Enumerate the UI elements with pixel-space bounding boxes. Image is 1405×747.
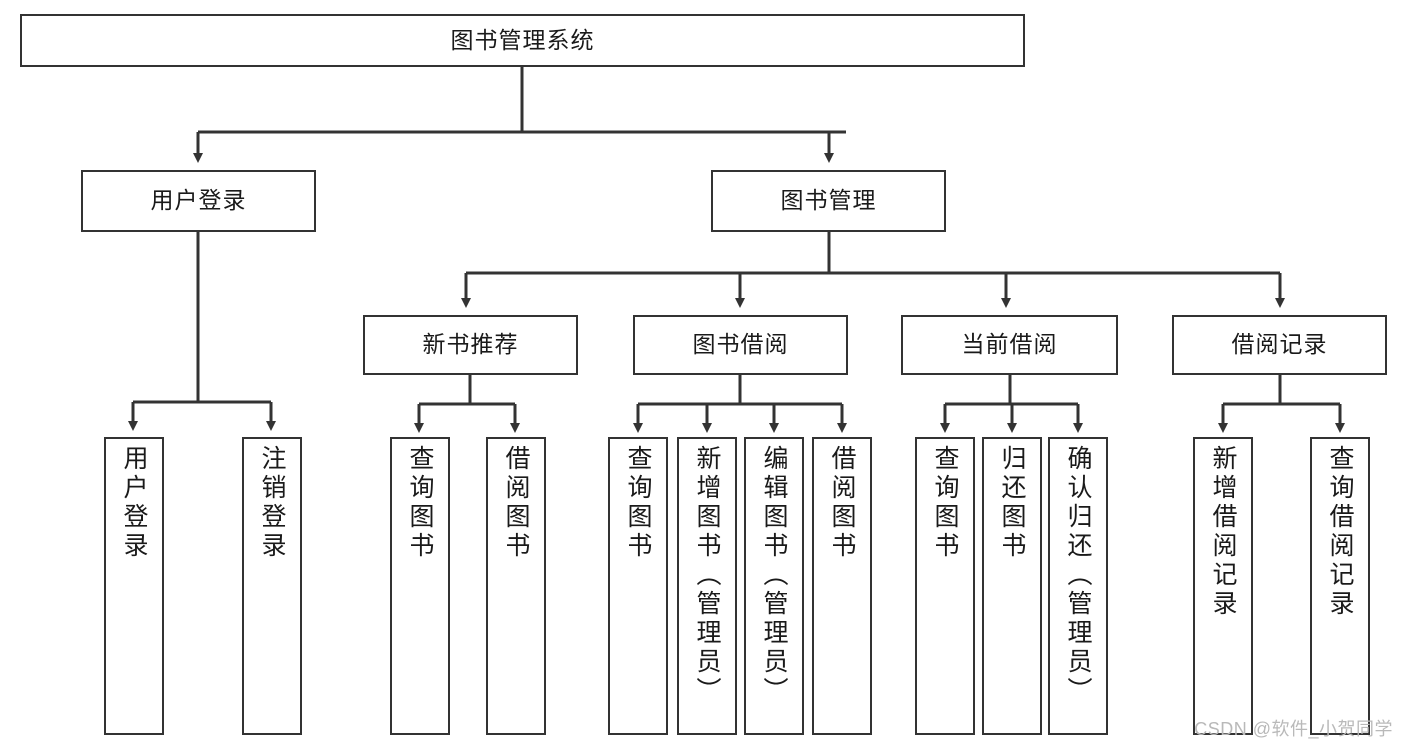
node-leaf-borrow-book-1[interactable]: 借阅图书: [486, 437, 546, 735]
node-leaf-add-record[interactable]: 新增借阅记录: [1193, 437, 1253, 735]
node-leaf-edit-book-label: 编辑图书（管理员）: [760, 445, 788, 706]
node-root-label: 图书管理系统: [450, 26, 595, 53]
node-book-manage-label: 图书管理: [780, 187, 877, 214]
node-leaf-add-record-label: 新增借阅记录: [1209, 445, 1237, 619]
node-leaf-query-book-1-label: 查询图书: [406, 445, 434, 561]
node-user-login-label: 用户登录: [150, 187, 247, 214]
node-leaf-query-record-label: 查询借阅记录: [1326, 445, 1354, 619]
node-leaf-borrow-book-2[interactable]: 借阅图书: [812, 437, 872, 735]
node-leaf-query-book-3-label: 查询图书: [931, 445, 959, 561]
node-user-login[interactable]: 用户登录: [81, 170, 316, 232]
node-leaf-query-book-2[interactable]: 查询图书: [608, 437, 668, 735]
node-leaf-confirm-return-label: 确认归还（管理员）: [1064, 445, 1092, 706]
node-leaf-return-book[interactable]: 归还图书: [982, 437, 1042, 735]
node-leaf-borrow-book-1-label: 借阅图书: [502, 445, 530, 561]
node-leaf-add-book[interactable]: 新增图书（管理员）: [677, 437, 737, 735]
watermark-text: CSDN @软件_小贺同学: [1194, 719, 1393, 739]
node-book-borrow-label: 图书借阅: [692, 331, 789, 358]
node-leaf-query-book-2-label: 查询图书: [624, 445, 652, 561]
node-leaf-confirm-return[interactable]: 确认归还（管理员）: [1048, 437, 1108, 735]
node-leaf-user-logout-label: 注销登录: [258, 445, 286, 561]
node-leaf-user-login[interactable]: 用户登录: [104, 437, 164, 735]
node-borrow-record[interactable]: 借阅记录: [1172, 315, 1387, 375]
node-leaf-return-book-label: 归还图书: [998, 445, 1026, 561]
node-current-borrow[interactable]: 当前借阅: [901, 315, 1118, 375]
node-new-book-recommend[interactable]: 新书推荐: [363, 315, 578, 375]
node-book-manage[interactable]: 图书管理: [711, 170, 946, 232]
node-leaf-user-login-label: 用户登录: [120, 445, 148, 561]
node-leaf-query-book-3[interactable]: 查询图书: [915, 437, 975, 735]
node-leaf-user-logout[interactable]: 注销登录: [242, 437, 302, 735]
node-leaf-edit-book[interactable]: 编辑图书（管理员）: [744, 437, 804, 735]
node-leaf-query-book-1[interactable]: 查询图书: [390, 437, 450, 735]
node-current-borrow-label: 当前借阅: [961, 331, 1058, 358]
node-leaf-add-book-label: 新增图书（管理员）: [693, 445, 721, 706]
node-borrow-record-label: 借阅记录: [1231, 331, 1328, 358]
node-leaf-query-record[interactable]: 查询借阅记录: [1310, 437, 1370, 735]
node-leaf-borrow-book-2-label: 借阅图书: [828, 445, 856, 561]
node-book-borrow[interactable]: 图书借阅: [633, 315, 848, 375]
node-root[interactable]: 图书管理系统: [20, 14, 1025, 67]
node-new-book-recommend-label: 新书推荐: [422, 331, 519, 358]
